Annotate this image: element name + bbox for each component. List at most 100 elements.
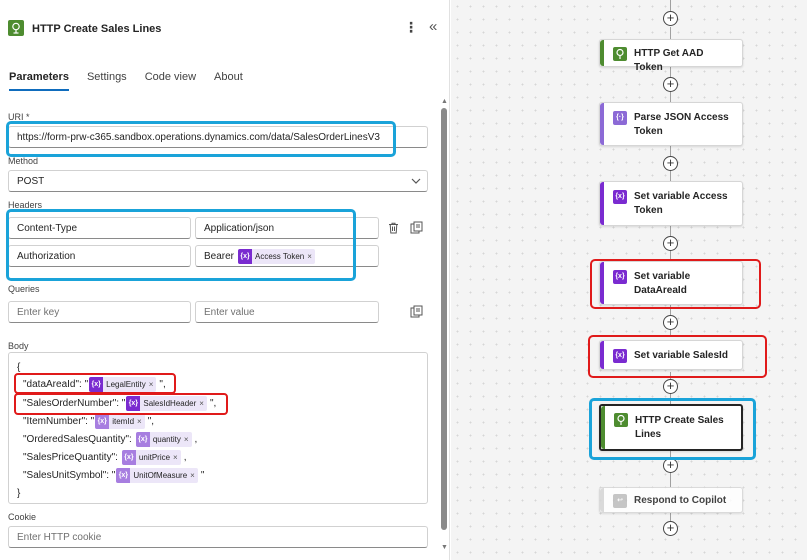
variable-icon: {x} xyxy=(116,467,131,483)
step-color-strip xyxy=(600,182,604,225)
variable-icon: {x} xyxy=(89,376,104,392)
collapse-panel-icon[interactable]: « xyxy=(429,18,438,35)
step-title: Set variable SalesId xyxy=(634,350,728,361)
dataareaid-highlight xyxy=(14,373,176,394)
insert-step-button[interactable]: + xyxy=(663,11,678,26)
step-title: Parse JSON Access Token xyxy=(634,112,729,137)
remove-token-icon[interactable]: × xyxy=(190,470,195,480)
body-line-key: "OrderedSalesQuantity": xyxy=(23,433,132,445)
globe-icon xyxy=(613,47,627,61)
tab-settings[interactable]: Settings xyxy=(86,71,127,83)
selected-step-highlight xyxy=(589,398,756,460)
flow-designer-canvas: + + + + + + + + HTTP Get AAD Token {·} P… xyxy=(451,0,807,560)
body-line-suffix: ", xyxy=(209,397,217,409)
unitofmeasure-token[interactable]: {x}UnitOfMeasure× xyxy=(116,467,198,483)
method-label: Method xyxy=(8,156,39,166)
insert-step-button[interactable]: + xyxy=(663,521,678,536)
remove-token-icon[interactable]: × xyxy=(307,251,312,261)
step-title: HTTP Get AAD Token xyxy=(634,48,704,73)
body-line-key: "dataAreaId": " xyxy=(23,378,89,390)
uri-value: https://form-prw-c365.sandbox.operations… xyxy=(17,131,380,143)
header-value-field-1[interactable]: Application/json xyxy=(195,217,379,239)
variable-icon: {x} xyxy=(613,349,627,363)
scroll-up-arrow-icon[interactable]: ▲ xyxy=(441,98,448,105)
token-label: quantity xyxy=(152,434,181,444)
quantity-token[interactable]: {x}quantity× xyxy=(135,431,192,447)
body-line-suffix: , xyxy=(183,451,187,463)
uri-label: URI * xyxy=(8,112,30,122)
method-select[interactable]: POST xyxy=(8,170,428,192)
body-open-brace: { xyxy=(17,361,21,373)
http-globe-icon xyxy=(8,20,24,36)
token-label: SalesIdHeader xyxy=(143,398,197,408)
header-value-prefix-2: Bearer xyxy=(204,250,235,262)
cookie-input[interactable]: Enter HTTP cookie xyxy=(8,526,428,548)
step-color-strip xyxy=(600,262,604,304)
flow-step-set-variable-salesid[interactable]: {x} Set variable SalesId xyxy=(599,340,743,370)
unitprice-token[interactable]: {x}unitPrice× xyxy=(121,449,181,465)
insert-step-button[interactable]: + xyxy=(663,156,678,171)
header-value-field-2[interactable]: Bearer {x} Access Token × xyxy=(195,245,379,267)
cookie-placeholder: Enter HTTP cookie xyxy=(17,531,102,543)
remove-token-icon[interactable]: × xyxy=(199,398,204,408)
body-close-brace: } xyxy=(17,487,21,499)
remove-token-icon[interactable]: × xyxy=(183,434,189,444)
body-line-suffix: " xyxy=(200,469,205,481)
body-line-dataareaid: "dataAreaId": " {x}LegalEntity× ", xyxy=(23,376,166,392)
respond-icon: ↩ xyxy=(613,494,627,508)
body-editor[interactable]: { "dataAreaId": " {x}LegalEntity× ", "Sa… xyxy=(8,352,428,504)
step-color-strip xyxy=(600,40,604,66)
switch-to-text-icon[interactable] xyxy=(410,305,423,318)
connector xyxy=(670,27,671,39)
token-label: UnitOfMeasure xyxy=(133,470,188,480)
insert-step-button[interactable]: + xyxy=(663,458,678,473)
remove-token-icon[interactable]: × xyxy=(148,379,154,389)
variable-icon: {x} xyxy=(613,270,627,284)
salesidheader-token[interactable]: {x}SalesIdHeader× xyxy=(126,395,207,411)
access-token-chip[interactable]: {x} Access Token × xyxy=(238,248,315,264)
step-color-strip xyxy=(600,341,604,369)
query-key-placeholder: Enter key xyxy=(17,306,60,318)
insert-step-button[interactable]: + xyxy=(663,236,678,251)
header-value-1: Application/json xyxy=(204,222,275,234)
remove-token-icon[interactable]: × xyxy=(173,452,178,462)
scrollbar-thumb[interactable] xyxy=(441,108,447,530)
header-key-field-2[interactable]: Authorization xyxy=(8,245,191,267)
itemid-token[interactable]: {x}itemId× xyxy=(95,413,145,429)
connector xyxy=(670,513,671,527)
flow-step-http-create-sales-lines[interactable]: HTTP Create Sales Lines xyxy=(599,404,743,451)
action-details-panel: HTTP Create Sales Lines ⋮ « Parameters S… xyxy=(6,0,450,560)
variable-icon: {x} xyxy=(238,248,253,264)
cookie-label: Cookie xyxy=(8,512,37,522)
insert-step-button[interactable]: + xyxy=(663,379,678,394)
flow-step-respond-to-copilot[interactable]: ↩ Respond to Copilot xyxy=(599,487,743,513)
insert-step-button[interactable]: + xyxy=(663,77,678,92)
variable-icon: {x} xyxy=(95,413,110,429)
flow-step-set-variable-dataareaid[interactable]: {x} Set variable DataAreaId xyxy=(599,261,743,305)
remove-token-icon[interactable]: × xyxy=(137,416,142,426)
insert-step-button[interactable]: + xyxy=(663,315,678,330)
tab-parameters[interactable]: Parameters xyxy=(9,71,69,91)
more-options-icon[interactable]: ⋮ xyxy=(404,19,418,35)
scroll-down-arrow-icon[interactable]: ▼ xyxy=(441,544,448,551)
query-value-placeholder: Enter value xyxy=(204,306,255,318)
variable-icon: {x} xyxy=(135,431,150,447)
flow-step-http-get-aad-token[interactable]: HTTP Get AAD Token xyxy=(599,39,743,73)
variable-icon: {x} xyxy=(126,395,141,411)
variable-icon: {x} xyxy=(613,190,627,204)
query-value-input[interactable]: Enter value xyxy=(195,301,379,323)
method-value: POST xyxy=(17,175,45,187)
tab-about[interactable]: About xyxy=(214,71,243,83)
tab-code-view[interactable]: Code view xyxy=(144,71,197,83)
delete-icon[interactable] xyxy=(388,222,399,234)
flow-step-parse-json-access-token[interactable]: {·} Parse JSON Access Token xyxy=(599,102,743,146)
token-label: itemId xyxy=(112,416,135,426)
queries-label: Queries xyxy=(8,284,40,294)
connector xyxy=(670,0,671,12)
query-key-input[interactable]: Enter key xyxy=(8,301,191,323)
legalentity-token[interactable]: {x}LegalEntity× xyxy=(89,376,157,392)
switch-to-text-icon[interactable] xyxy=(410,221,423,234)
flow-step-set-variable-access-token[interactable]: {x} Set variable Access Token xyxy=(599,181,743,226)
variable-icon: {x} xyxy=(121,449,136,465)
body-line-key: "SalesPriceQuantity": xyxy=(23,451,118,463)
